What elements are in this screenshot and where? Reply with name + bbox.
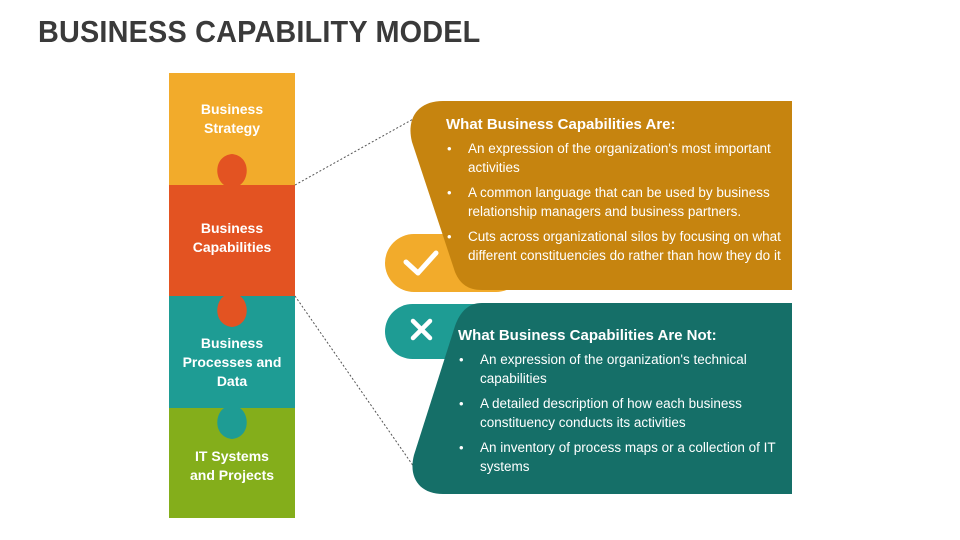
connector-line	[294, 112, 425, 186]
check-icon	[403, 250, 439, 276]
puzzle-knob	[217, 296, 247, 327]
piece-label-line: Business	[200, 101, 264, 117]
page-title: BUSINESS CAPABILITY MODEL	[38, 14, 481, 49]
piece-label-line: Strategy	[203, 120, 261, 136]
piece-label-strategy: Business Strategy	[169, 100, 295, 138]
puzzle-piece-capabilities	[169, 185, 295, 296]
piece-label-line: and Projects	[189, 467, 275, 483]
piece-label-line: Capabilities	[192, 239, 272, 255]
are-not-panel-content: What Business Capabilities Are Not: An e…	[458, 327, 778, 482]
connector-line	[294, 295, 415, 468]
list-item: A common language that can be used by bu…	[446, 183, 791, 221]
are-list: An expression of the organization's most…	[446, 139, 791, 265]
list-item: An expression of the organization's most…	[446, 139, 791, 177]
piece-label-line: Business	[200, 220, 264, 236]
are-not-list: An expression of the organization's tech…	[458, 350, 778, 476]
puzzle-knob	[217, 154, 247, 185]
piece-label-processes: Business Processes and Data	[169, 334, 295, 391]
list-item: An inventory of process maps or a collec…	[458, 438, 778, 476]
piece-label-line: Data	[216, 373, 248, 389]
piece-label-line: Business	[200, 335, 264, 351]
puzzle-stack	[169, 73, 295, 518]
piece-label-it-systems: IT Systems and Projects	[169, 447, 295, 485]
piece-label-line: IT Systems	[195, 448, 269, 464]
are-not-heading: What Business Capabilities Are Not:	[458, 327, 717, 344]
are-panel-content: What Business Capabilities Are: An expre…	[446, 116, 791, 271]
piece-label-capabilities: Business Capabilities	[169, 219, 295, 257]
list-item: A detailed description of how each busin…	[458, 394, 778, 432]
x-icon	[410, 318, 433, 341]
list-item: An expression of the organization's tech…	[458, 350, 778, 388]
are-heading: What Business Capabilities Are:	[446, 116, 676, 133]
piece-label-line: Processes and	[182, 354, 282, 370]
list-item: Cuts across organizational silos by focu…	[446, 227, 791, 265]
puzzle-knob	[217, 408, 247, 439]
